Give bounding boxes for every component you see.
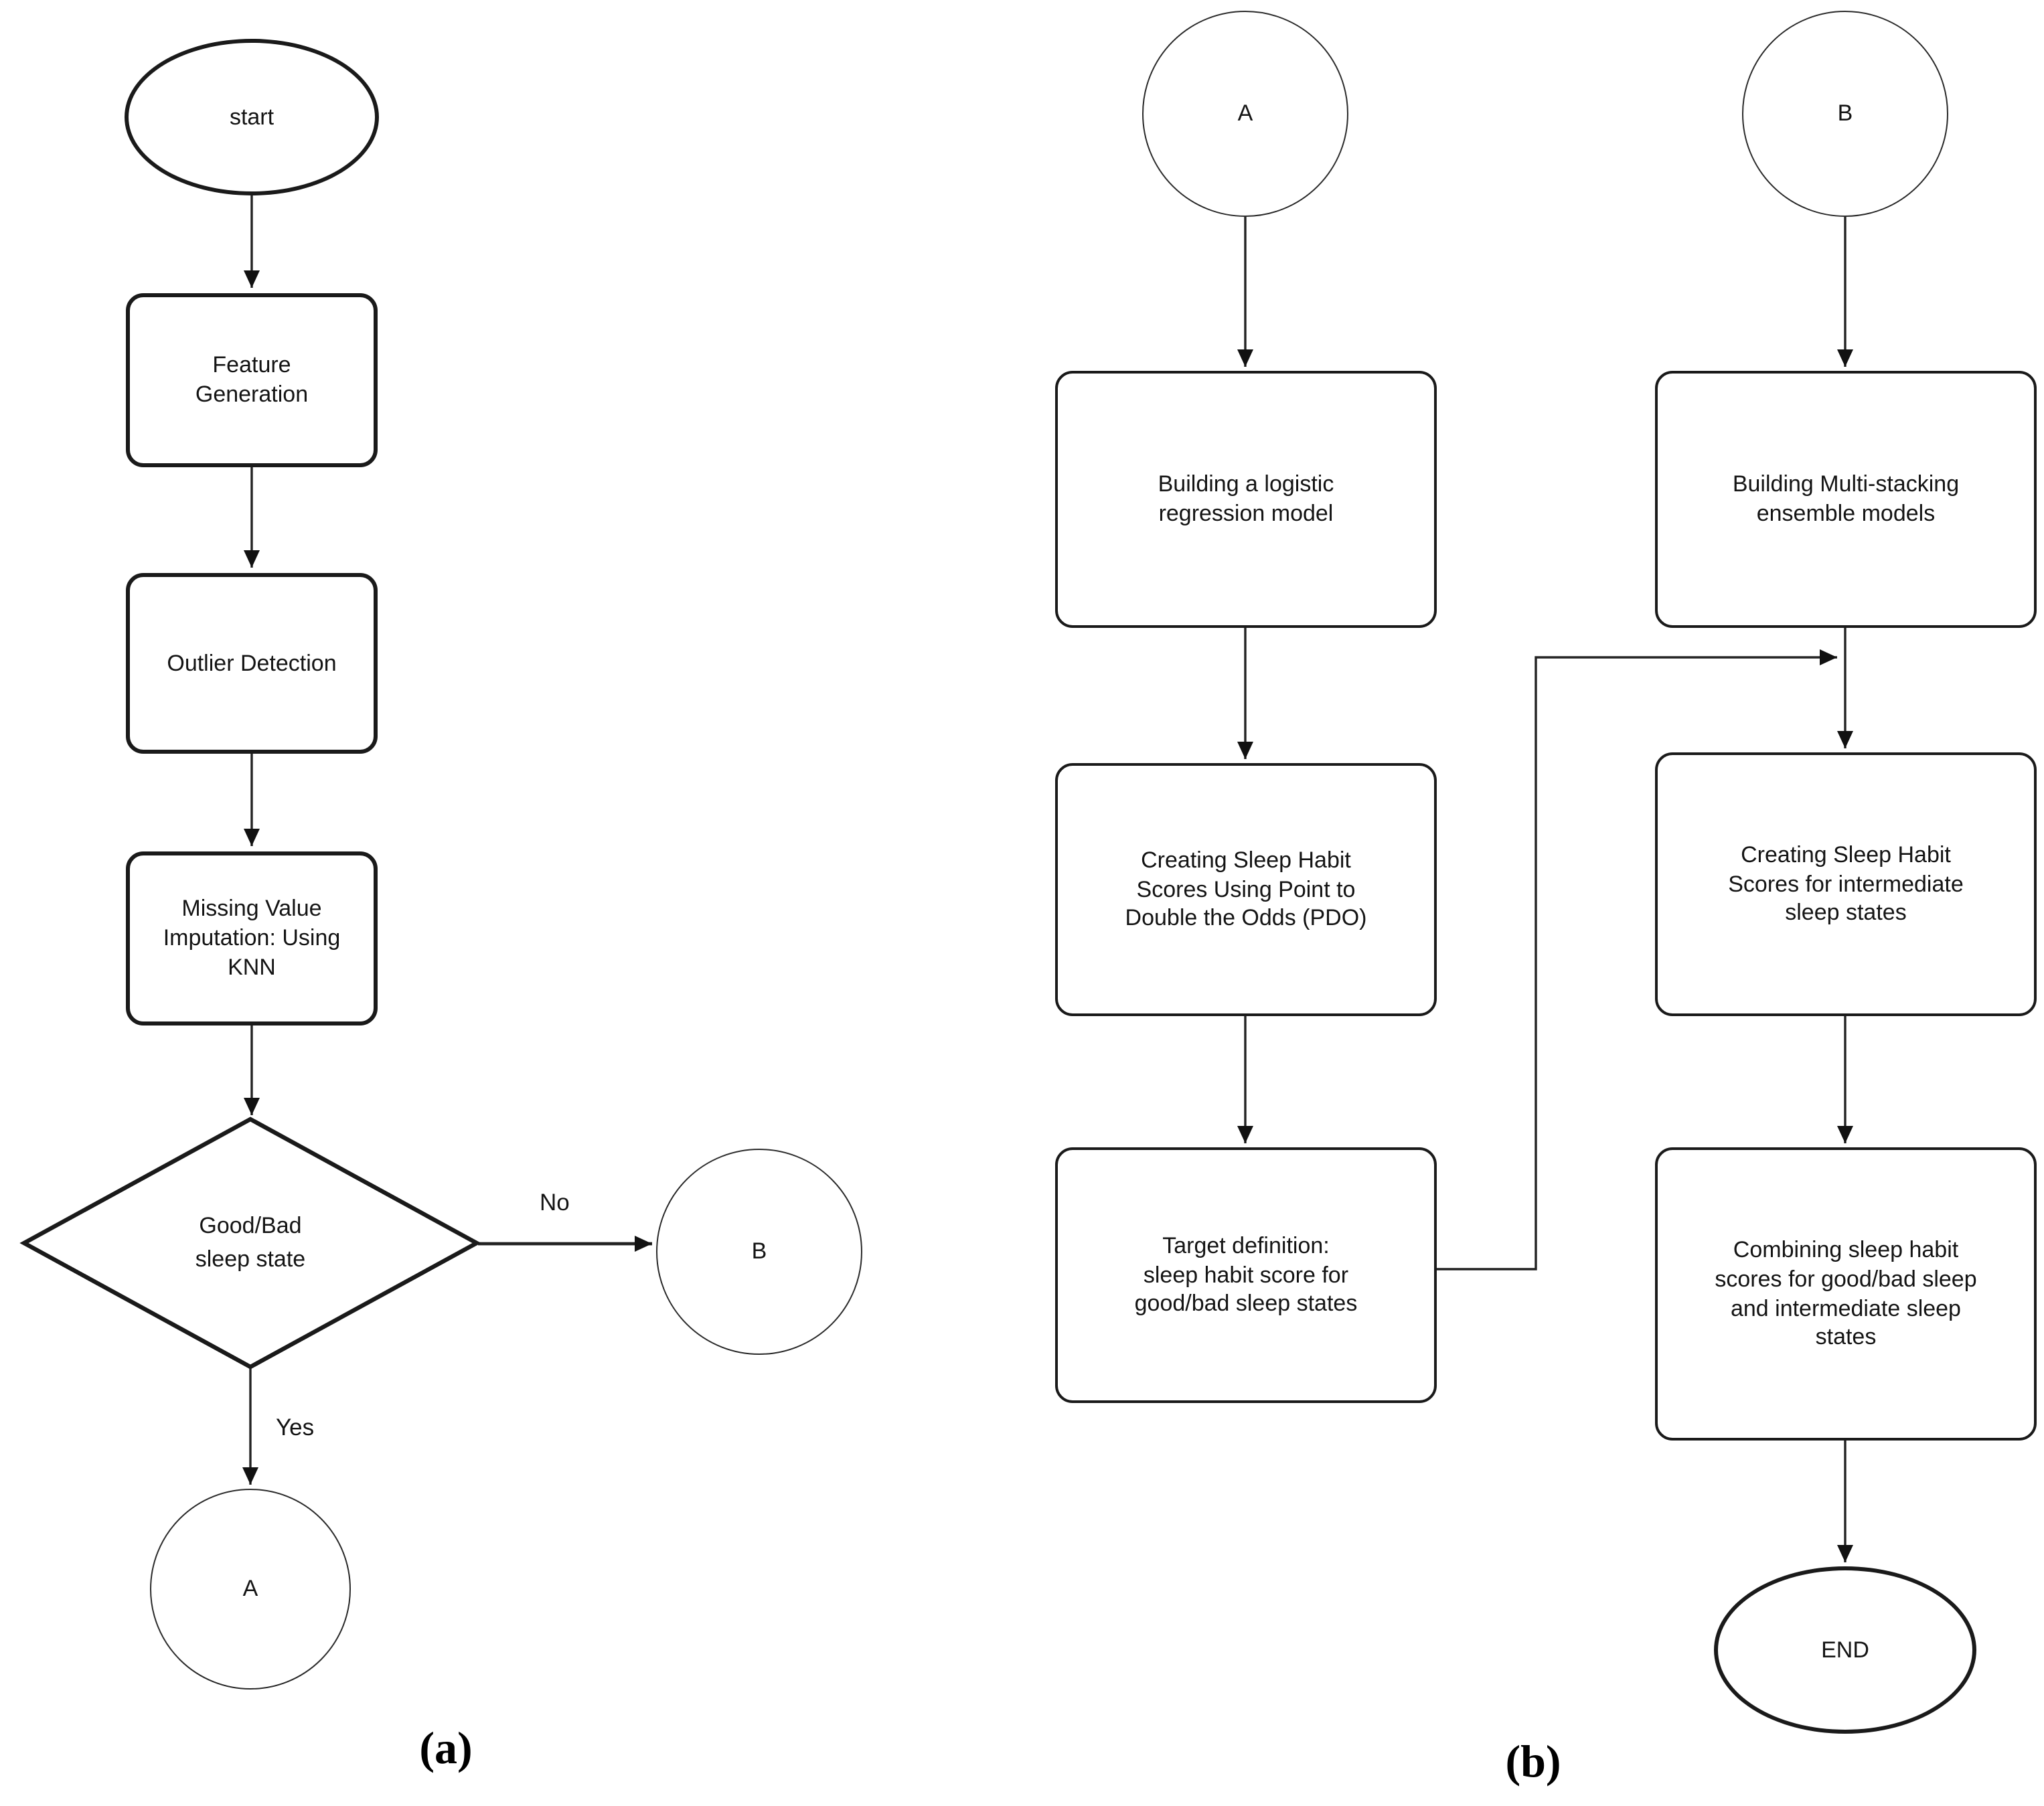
- connector-a-circle-a-panel: A: [150, 1489, 351, 1690]
- connector-b-circle-b-panel: B: [1742, 11, 1948, 217]
- target-definition-step: Target definition: sleep habit score for…: [1055, 1147, 1437, 1403]
- feature-generation-step: Feature Generation: [126, 293, 378, 467]
- edge-target-to-merge: [1434, 649, 1837, 1270]
- missing-value-imputation-step: Missing Value Imputation: Using KNN: [126, 851, 378, 1025]
- start-terminator: start: [125, 39, 379, 195]
- end-terminator: END: [1714, 1566, 1976, 1734]
- panel-a-caption: (a): [419, 1724, 473, 1774]
- decision-diamond-shape: [19, 1117, 481, 1370]
- outlier-detection-step: Outlier Detection: [126, 573, 378, 754]
- panel-b-caption: (b): [1505, 1738, 1561, 1787]
- creating-pdo-scores-step: Creating Sleep Habit Scores Using Point …: [1055, 763, 1437, 1016]
- creating-intermediate-scores-step: Creating Sleep Habit Scores for intermed…: [1655, 752, 2037, 1016]
- building-multistacking-step: Building Multi-stacking ensemble models: [1655, 371, 2037, 628]
- combining-scores-step: Combining sleep habit scores for good/ba…: [1655, 1147, 2037, 1441]
- connector-b-circle-a-panel: B: [656, 1149, 862, 1355]
- building-logistic-regression-step: Building a logistic regression model: [1055, 371, 1437, 628]
- connector-a-circle-b-panel: A: [1142, 11, 1348, 217]
- sleep-state-decision: Good/Bad sleep state: [195, 1213, 306, 1272]
- no-edge-label: No: [540, 1189, 570, 1216]
- yes-edge-label: Yes: [276, 1414, 315, 1441]
